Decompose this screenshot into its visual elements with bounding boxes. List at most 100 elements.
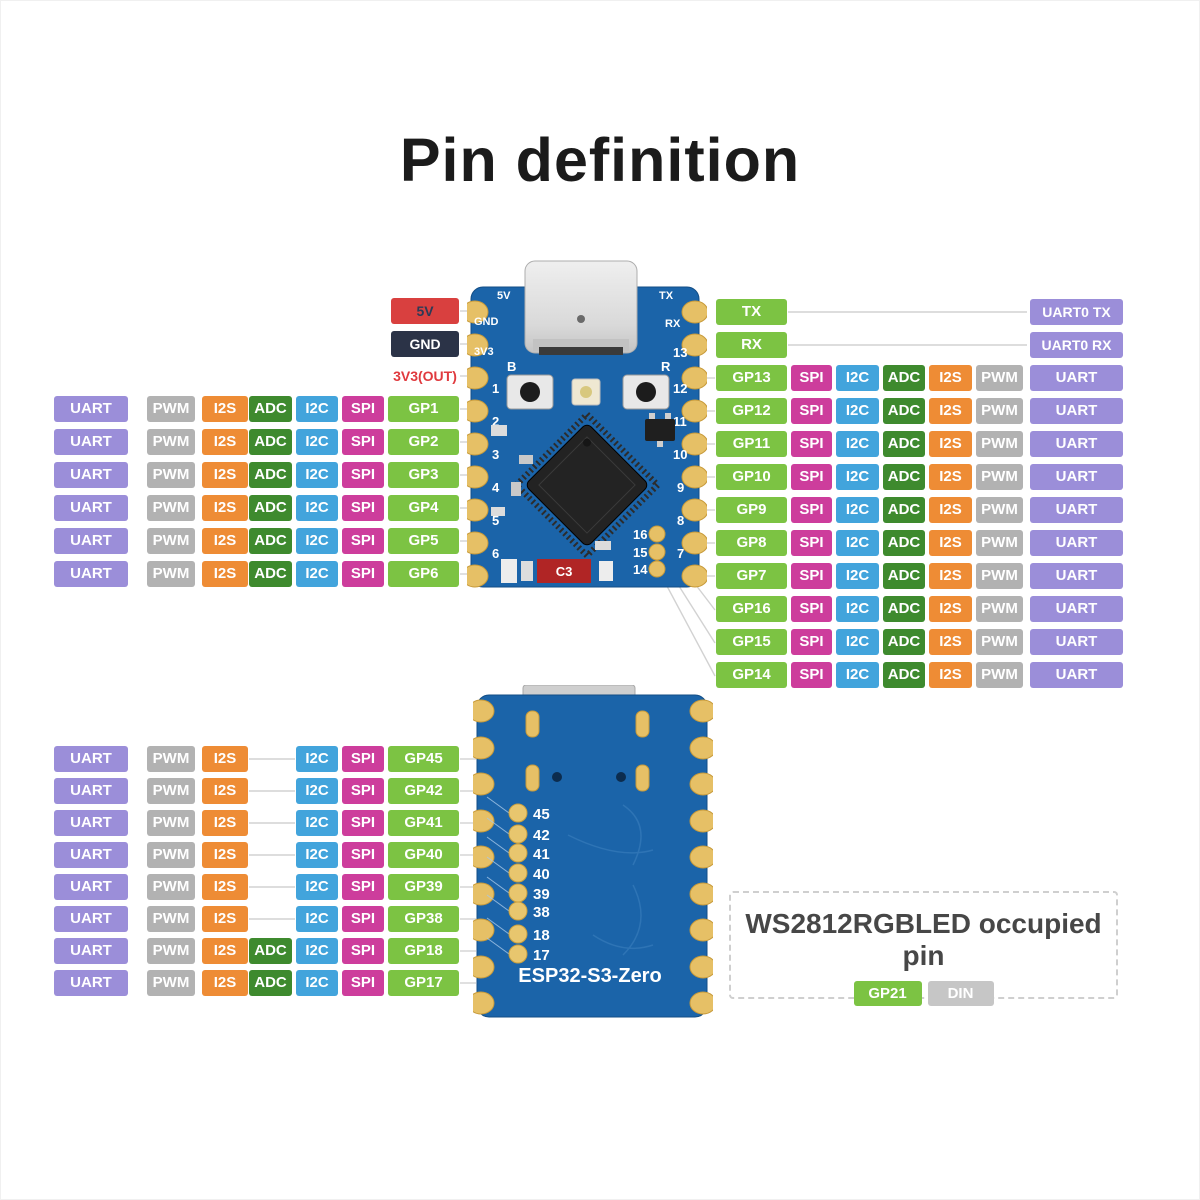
pill-uart: UART [1030, 431, 1123, 457]
pill-adc: ADC [883, 464, 925, 490]
pill-din: DIN [927, 981, 994, 1006]
pill-uart: UART [54, 396, 128, 422]
pill-uart: UART [54, 495, 128, 521]
pill-gp: GP17 [388, 970, 459, 996]
pill-uart: UART [1030, 563, 1123, 589]
pill-pwm: PWM [976, 431, 1023, 457]
pill-i2c: I2C [296, 842, 338, 868]
pill-pwm: PWM [147, 778, 195, 804]
pill-spi: SPI [342, 842, 384, 868]
silk-8: 8 [677, 513, 684, 528]
pill-pwm: PWM [147, 495, 195, 521]
pill-gp: GP4 [388, 495, 459, 521]
pill-gp: GP9 [716, 497, 787, 523]
pill-pwm: PWM [147, 528, 195, 554]
pill-uart: UART [54, 970, 128, 996]
pill-adc: ADC [883, 629, 925, 655]
pill-gp: GP2 [388, 429, 459, 455]
pill-uart: UART [1030, 497, 1123, 523]
pill-spi: SPI [342, 778, 384, 804]
pill-uart: UART [54, 429, 128, 455]
pad-links [486, 796, 510, 955]
pill-i2c: I2C [836, 530, 879, 556]
pill-pwm: PWM [147, 746, 195, 772]
power-pin-3v3: 3V3(OUT) [391, 363, 459, 389]
usb-c-connector [524, 260, 638, 355]
castellated-pads [473, 699, 713, 1015]
pill-gp: GP16 [716, 596, 787, 622]
boot-button [506, 374, 554, 410]
power-pin-gnd: GND [391, 331, 459, 357]
silk-1: 1 [492, 381, 499, 396]
back-pin-39: 39 [533, 886, 550, 903]
pill-adc: ADC [883, 365, 925, 391]
pill-i2c: I2C [296, 462, 338, 488]
pill-gp: GP3 [388, 462, 459, 488]
silk-13: 13 [673, 345, 687, 360]
pill-spi: SPI [791, 629, 832, 655]
pill-i2c: I2C [296, 810, 338, 836]
back-pin-17: 17 [533, 947, 550, 964]
castellated-pads [467, 300, 707, 588]
pill-gp: GP42 [388, 778, 459, 804]
pill-uart: UART [54, 778, 128, 804]
pill-uart: UART [1030, 365, 1123, 391]
pill-i2c: I2C [296, 528, 338, 554]
pill-gp: GP13 [716, 365, 787, 391]
pill-spi: SPI [342, 462, 384, 488]
pill-gp: GP8 [716, 530, 787, 556]
pill-pwm: PWM [976, 662, 1023, 688]
pill-i2c: I2C [296, 874, 338, 900]
pill-i2s: I2S [202, 906, 248, 932]
pill-i2c: I2C [836, 662, 879, 688]
esp32-board-front: 5V GND 3V3 TX RX 1 2 3 4 5 6 13 12 11 10… [467, 260, 707, 588]
silk-7: 7 [677, 546, 684, 561]
pill-uart: UART [54, 810, 128, 836]
pill-gp: GP11 [716, 431, 787, 457]
pill-i2c: I2C [836, 365, 879, 391]
pill-spi: SPI [791, 530, 832, 556]
pill-adc: ADC [249, 970, 292, 996]
pill-i2c: I2C [296, 746, 338, 772]
silk-16: 16 [633, 527, 647, 542]
back-pin-45: 45 [533, 806, 550, 823]
pill-gp: GP45 [388, 746, 459, 772]
pill-adc: ADC [883, 398, 925, 424]
pill-pwm: PWM [976, 596, 1023, 622]
bottom-edge-components [501, 559, 613, 583]
pill-gp: GP18 [388, 938, 459, 964]
pill-adc: ADC [883, 431, 925, 457]
pill-i2c: I2C [296, 906, 338, 932]
pill-i2s: I2S [929, 464, 972, 490]
silk-rx: RX [665, 318, 681, 330]
silk-3v3: 3V3 [474, 346, 494, 358]
pill-i2c: I2C [296, 561, 338, 587]
pill-uart: UART [54, 462, 128, 488]
pill-pwm: PWM [976, 464, 1023, 490]
rgb-led [571, 378, 601, 406]
pill-spi: SPI [791, 365, 832, 391]
pill-spi: SPI [342, 561, 384, 587]
pill-adc: ADC [249, 429, 292, 455]
silk-10: 10 [673, 447, 687, 462]
pill-i2c: I2C [836, 398, 879, 424]
pin-tx: TX [716, 299, 787, 325]
pill-adc: ADC [249, 938, 292, 964]
board-name: ESP32-S3-Zero [518, 965, 661, 987]
pill-pwm: PWM [147, 429, 195, 455]
pill-pwm: PWM [976, 398, 1023, 424]
silk-15: 15 [633, 545, 647, 560]
pill-uart: UART [1030, 464, 1123, 490]
pill-i2s: I2S [202, 495, 248, 521]
pill-pwm: PWM [147, 396, 195, 422]
pill-spi: SPI [791, 398, 832, 424]
pill-spi: SPI [342, 396, 384, 422]
pill-uart: UART [1030, 629, 1123, 655]
pill-pwm: PWM [147, 462, 195, 488]
uart0-rx-label: UART0 RX [1030, 332, 1123, 358]
uart0-tx-label: UART0 TX [1030, 299, 1123, 325]
pill-adc: ADC [249, 396, 292, 422]
back-pin-38: 38 [533, 904, 550, 921]
pill-i2s: I2S [929, 497, 972, 523]
